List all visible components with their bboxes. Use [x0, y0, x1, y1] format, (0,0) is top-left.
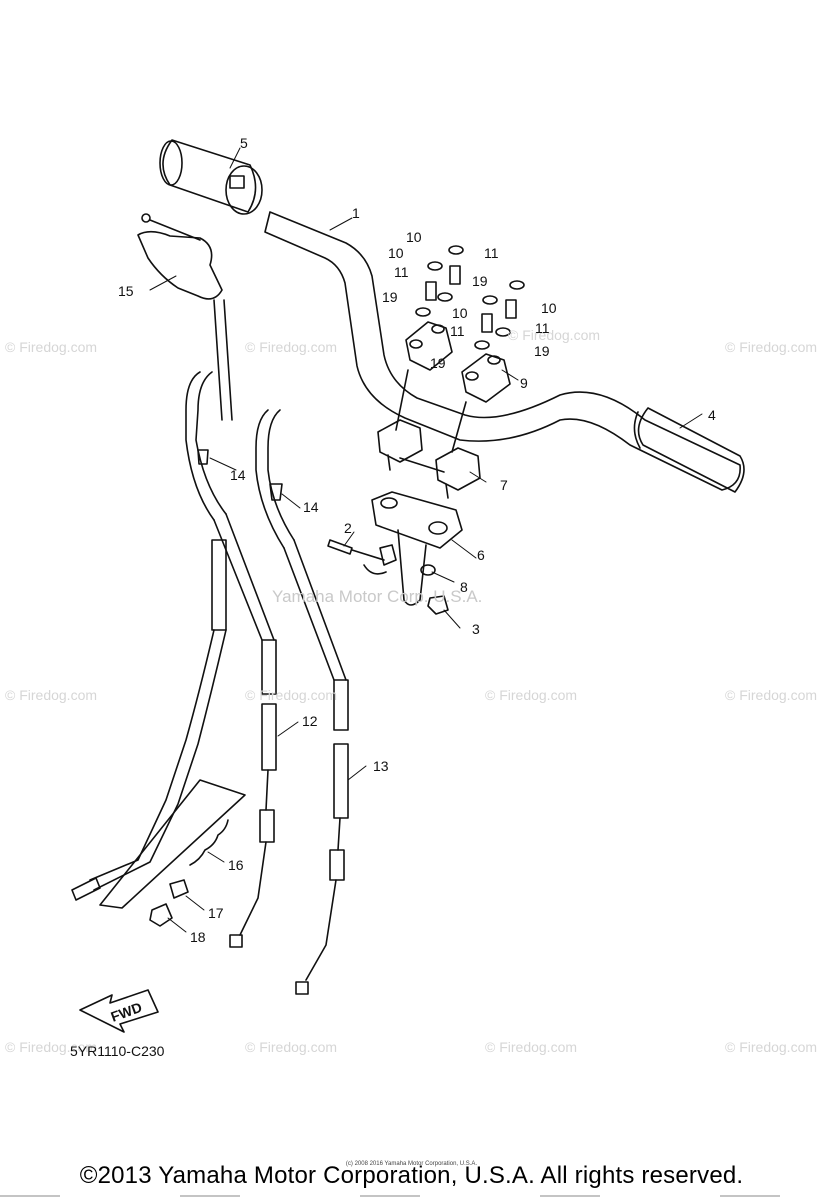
- callout-6: 6: [477, 547, 485, 563]
- bolt-2[interactable]: [327, 539, 385, 561]
- watermark-text: © Firedog.com: [245, 687, 337, 703]
- nut-3[interactable]: [420, 564, 449, 615]
- callout-18: 18: [190, 929, 206, 945]
- callout-10a: 10: [406, 229, 422, 245]
- watermark-text: © Firedog.com: [725, 1039, 817, 1055]
- callout-19c: 19: [430, 355, 446, 371]
- callout-11d: 11: [535, 320, 550, 336]
- callout-labels: 1 2 3 4 5 6 7 8 9 10 10 10 10 11 11 11 1…: [109, 135, 716, 1025]
- screw-14b[interactable]: [269, 483, 283, 501]
- watermark-text: © Firedog.com: [508, 327, 600, 343]
- throttle-housing[interactable]: [137, 213, 233, 421]
- watermark-layer: © Firedog.com © Firedog.com © Firedog.co…: [5, 327, 817, 1055]
- callout-19d: 19: [534, 343, 550, 359]
- nut-18[interactable]: [149, 903, 173, 927]
- callout-11a: 11: [484, 245, 499, 261]
- callout-1: 1: [352, 205, 360, 221]
- callout-5: 5: [240, 135, 248, 151]
- watermark-text: © Firedog.com: [245, 1039, 337, 1055]
- callout-10d: 10: [452, 305, 468, 321]
- throttle-grip[interactable]: [159, 139, 263, 215]
- diagram-code: 5YR1110-C230: [70, 1043, 165, 1059]
- callout-17: 17: [208, 905, 224, 921]
- screw-14a[interactable]: [197, 449, 209, 465]
- spring-16[interactable]: [99, 779, 246, 909]
- watermark-text: © Firedog.com: [725, 339, 817, 355]
- callout-8: 8: [460, 579, 468, 595]
- footer-copyright: ©2013 Yamaha Motor Corporation, U.S.A. A…: [79, 1162, 744, 1189]
- leader-lines: [149, 147, 703, 933]
- fwd-label: FWD: [109, 999, 144, 1025]
- bolt-set[interactable]: [415, 245, 525, 350]
- handlebar[interactable]: [264, 211, 741, 491]
- grip-right[interactable]: [637, 407, 745, 493]
- watermark-text: © Firedog.com: [5, 339, 97, 355]
- watermark-corp: Yamaha Motor Corp. U.S.A.: [272, 587, 482, 606]
- watermark-text: © Firedog.com: [245, 339, 337, 355]
- callout-14a: 14: [230, 467, 246, 483]
- callout-3: 3: [472, 621, 480, 637]
- sleeve-17[interactable]: [169, 879, 189, 899]
- callout-14b: 14: [303, 499, 319, 515]
- callout-10c: 10: [541, 300, 557, 316]
- callout-12: 12: [302, 713, 318, 729]
- callout-16: 16: [228, 857, 244, 873]
- callout-19a: 19: [472, 273, 488, 289]
- throttle-cable-13[interactable]: [255, 409, 349, 995]
- cable-sheath[interactable]: [71, 539, 227, 901]
- callout-2: 2: [344, 520, 352, 536]
- callout-13: 13: [373, 758, 389, 774]
- upper-holder-left[interactable]: [405, 321, 453, 371]
- watermark-text: © Firedog.com: [725, 687, 817, 703]
- callout-11c: 11: [450, 323, 465, 339]
- callout-7: 7: [500, 477, 508, 493]
- watermark-text: © Firedog.com: [485, 1039, 577, 1055]
- upper-holder-right[interactable]: [461, 353, 511, 403]
- callout-19b: 19: [382, 289, 398, 305]
- fwd-arrow-icon: [79, 989, 159, 1033]
- callout-10b: 10: [388, 245, 404, 261]
- callout-11b: 11: [394, 264, 409, 280]
- callout-9: 9: [520, 375, 528, 391]
- tiny-copyright: (c) 2008 2016 Yamaha Motor Corporation, …: [345, 1161, 478, 1167]
- watermark-text: © Firedog.com: [485, 687, 577, 703]
- watermark-text: © Firedog.com: [5, 687, 97, 703]
- footer-strip-decoration: [0, 1195, 823, 1197]
- callout-15: 15: [118, 283, 134, 299]
- callout-4: 4: [708, 407, 716, 423]
- watermark-text: © Firedog.com: [5, 1039, 97, 1055]
